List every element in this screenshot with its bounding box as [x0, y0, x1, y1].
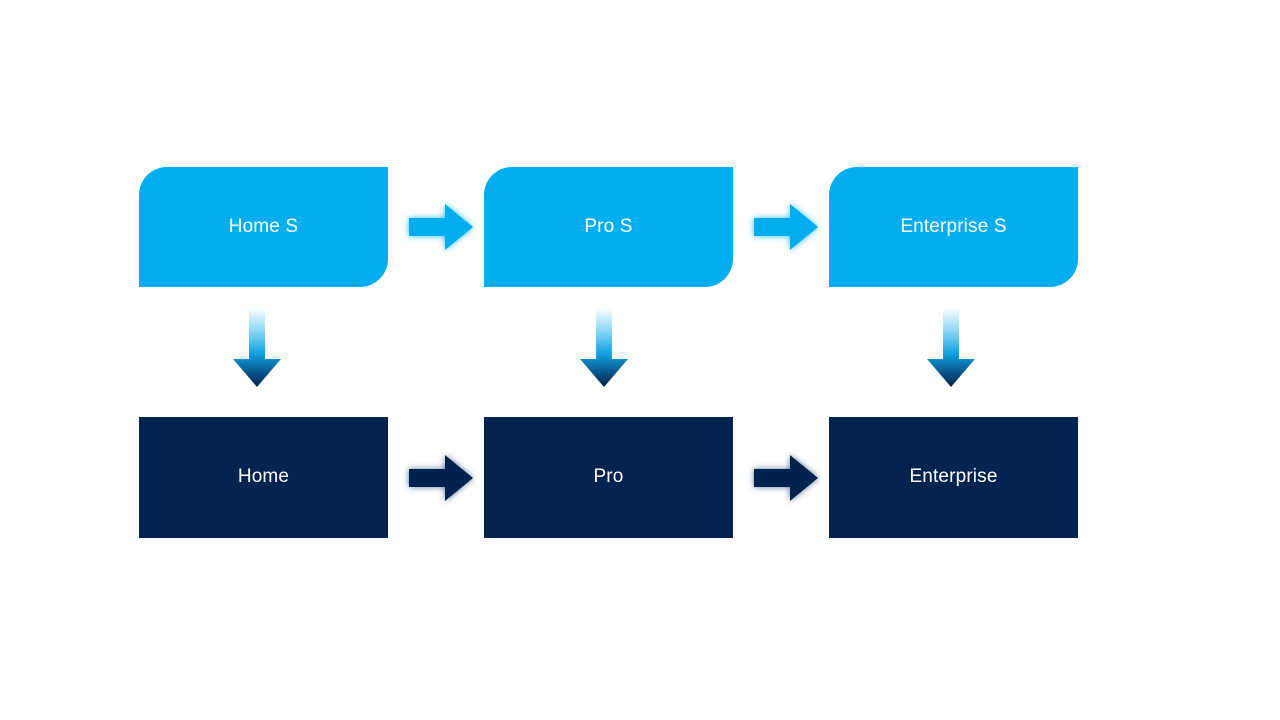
node-label-home: Home	[237, 466, 290, 488]
node-home-s[interactable]: Home S	[139, 167, 388, 287]
node-label-home-s: Home S	[228, 215, 299, 237]
node-pro[interactable]: Pro	[484, 417, 733, 538]
arrow-down-icon-enterprise-s-to-enterprise	[925, 307, 977, 389]
arrow-down-icon-home-s-to-home	[231, 307, 283, 389]
node-enterprise[interactable]: Enterprise	[829, 417, 1078, 538]
node-label-pro: Pro	[593, 466, 624, 488]
arrow-right-icon-home-s-to-pro-s	[406, 201, 476, 253]
arrow-right-icon-home-to-pro	[406, 452, 476, 504]
arrow-down-icon-pro-s-to-pro	[578, 307, 630, 389]
node-label-pro-s: Pro S	[584, 215, 633, 237]
arrow-right-icon-pro-to-enterprise	[751, 452, 821, 504]
arrow-right-icon-pro-s-to-enterprise-s	[751, 201, 821, 253]
node-label-enterprise: Enterprise	[909, 466, 998, 488]
node-enterprise-s[interactable]: Enterprise S	[829, 167, 1078, 287]
node-pro-s[interactable]: Pro S	[484, 167, 733, 287]
node-label-enterprise-s: Enterprise S	[900, 215, 1007, 237]
node-home[interactable]: Home	[139, 417, 388, 538]
